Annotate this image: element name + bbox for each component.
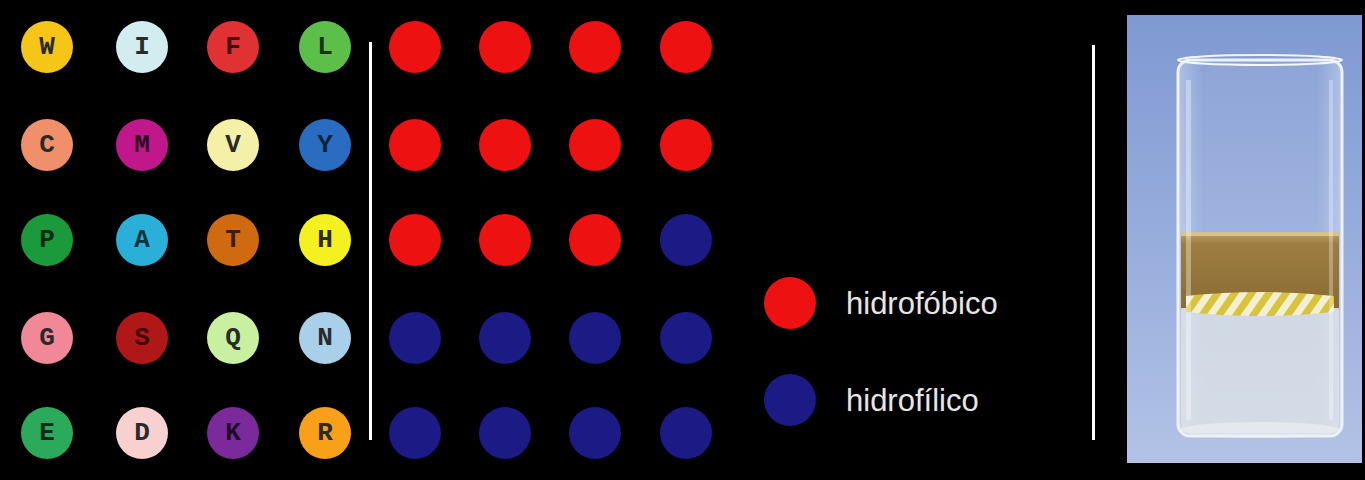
- amino-acid-letter: A: [134, 227, 150, 253]
- amino-acid-circle: S: [116, 312, 168, 364]
- amino-acid-circle: K: [207, 407, 259, 459]
- amino-acid-letter: V: [225, 132, 241, 158]
- amino-acid-letter: Y: [317, 132, 333, 158]
- legend-swatch: [764, 277, 816, 329]
- amino-acid-letter: S: [134, 325, 150, 351]
- divider-line: [369, 42, 372, 440]
- amino-acid-circle: M: [116, 119, 168, 171]
- amino-acid-letter: R: [317, 420, 333, 446]
- amino-acid-letter: W: [39, 34, 55, 60]
- legend-text: hidrofílico: [846, 385, 979, 416]
- amino-acid-letter: N: [317, 325, 333, 351]
- amino-acid-letter: D: [134, 420, 150, 446]
- hydrophobicity-grid: [389, 21, 712, 459]
- amino-acid-letter: I: [134, 34, 150, 60]
- amino-acid-circle: W: [21, 21, 73, 73]
- amino-acid-circle: N: [299, 312, 351, 364]
- amino-acid-letter: Q: [225, 325, 241, 351]
- amino-acid-letter: L: [317, 34, 333, 60]
- amino-acid-letter: F: [225, 34, 241, 60]
- amino-acid-circle: I: [116, 21, 168, 73]
- divider-line: [1092, 45, 1095, 440]
- amino-acid-circle: H: [299, 214, 351, 266]
- legend-swatch: [764, 374, 816, 426]
- amino-acid-circle: E: [21, 407, 73, 459]
- amino-acid-letter: T: [225, 227, 241, 253]
- amino-acid-letter: P: [39, 227, 55, 253]
- amino-acid-circle: F: [207, 21, 259, 73]
- amino-acid-circle: G: [21, 312, 73, 364]
- amino-acid-letter: H: [317, 227, 333, 253]
- amino-acid-circle: Y: [299, 119, 351, 171]
- oil-water-photo: [1127, 15, 1362, 463]
- amino-acid-letter: G: [39, 325, 55, 351]
- amino-acid-letter: K: [225, 420, 241, 446]
- legend-text: hidrofóbico: [846, 288, 998, 319]
- amino-acid-circle: A: [116, 214, 168, 266]
- amino-acid-circle: C: [21, 119, 73, 171]
- amino-acid-circle: R: [299, 407, 351, 459]
- amino-acid-circle: Q: [207, 312, 259, 364]
- amino-acid-letter: C: [39, 132, 55, 158]
- amino-acid-circle: T: [207, 214, 259, 266]
- amino-acid-circle: P: [21, 214, 73, 266]
- amino-acid-circle: D: [116, 407, 168, 459]
- amino-acid-letter: M: [134, 132, 150, 158]
- amino-acid-letter: E: [39, 420, 55, 446]
- amino-acid-circle: L: [299, 21, 351, 73]
- amino-acid-circle: V: [207, 119, 259, 171]
